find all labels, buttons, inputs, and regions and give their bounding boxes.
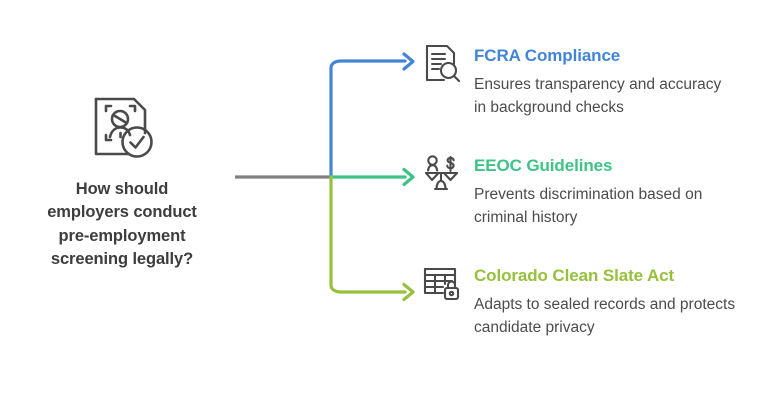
branch-title-colorado: Colorado Clean Slate Act	[474, 266, 675, 285]
document-person-scan-check-icon	[94, 97, 153, 158]
root-title-line-1: How should	[75, 180, 169, 198]
arrowhead-down-icon	[402, 282, 415, 302]
branch-connector-down	[329, 175, 407, 294]
branch-item-eeoc[interactable]: EEOC Guidelines Prevents discrimination …	[420, 155, 726, 229]
balance-scale-icon	[424, 155, 459, 191]
root-title-line-2: employers conduct	[47, 203, 197, 222]
branch-text-fcra: FCRA Compliance Ensures transparency and…	[474, 46, 726, 119]
root-title-line-4: screening legally?	[50, 250, 194, 269]
root-title-line-3: pre-employment	[58, 226, 186, 245]
branch-text-colorado: Colorado Clean Slate Act Adapts to seale…	[474, 266, 742, 339]
branch-connector-up	[329, 59, 407, 179]
branch-desc-fcra: Ensures transparency and accuracy in bac…	[474, 76, 722, 116]
arrowhead-straight-icon	[402, 167, 415, 187]
branch-desc-colorado: Adapts to sealed records and protects ca…	[474, 296, 736, 336]
document-magnifier-icon	[425, 44, 461, 83]
branch-item-fcra[interactable]: FCRA Compliance Ensures transparency and…	[420, 44, 726, 119]
branch-title-eeoc: EEOC Guidelines	[474, 156, 613, 175]
branch-text-eeoc: EEOC Guidelines Prevents discrimination …	[474, 156, 726, 229]
arrowhead-up-icon	[402, 52, 415, 71]
branch-desc-eeoc: Prevents discrimination based on crimina…	[474, 186, 703, 226]
branch-title-fcra: FCRA Compliance	[474, 46, 621, 65]
root-node: How should employers conduct pre-employm…	[8, 92, 236, 272]
table-lock-icon	[423, 267, 460, 301]
branch-item-colorado[interactable]: Colorado Clean Slate Act Adapts to seale…	[420, 266, 742, 339]
root-title: How should employers conduct pre-employm…	[47, 178, 197, 272]
